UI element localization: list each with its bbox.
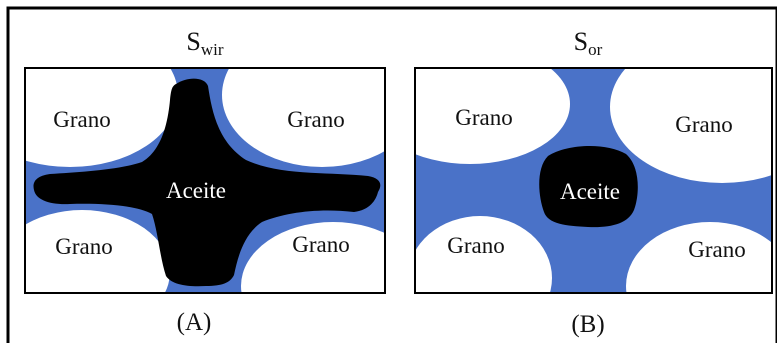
panel-b-grain-bottom-left bbox=[415, 216, 552, 293]
panel-b-title-main: S bbox=[574, 27, 588, 56]
panel-a-grain-label-bottom-right: Grano bbox=[292, 232, 349, 257]
panel-b-oil-label: Aceite bbox=[560, 179, 620, 204]
panel-a-grain-bottom-left bbox=[25, 210, 170, 293]
panel-a-grain-top-right bbox=[222, 68, 385, 167]
panel-b-grain-label-bottom-left: Grano bbox=[447, 233, 504, 258]
panel-a-title-main: S bbox=[186, 27, 200, 56]
panel-a: Swir Grano Grano Grano Grano Aceite (A) bbox=[24, 27, 386, 336]
panel-b-caption: (B) bbox=[571, 311, 604, 338]
panel-b-grain-label-top-left: Grano bbox=[455, 105, 512, 130]
panel-b-frame bbox=[414, 67, 773, 294]
panel-a-grain-top-left bbox=[25, 68, 178, 167]
panel-a-title-sub: wir bbox=[201, 40, 224, 59]
panel-b-grain-bottom-right bbox=[626, 222, 772, 293]
panel-b-oil-blob bbox=[539, 145, 638, 228]
panel-a-grain-label-top-right: Grano bbox=[287, 107, 344, 132]
panel-b-title-sub: or bbox=[588, 40, 603, 59]
panel-b-grain-top-left bbox=[415, 68, 570, 164]
panel-a-title: Swir bbox=[186, 27, 223, 59]
panel-a-frame bbox=[24, 67, 386, 294]
panel-b-grain-label-bottom-right: Grano bbox=[688, 237, 745, 262]
panel-a-grain-label-top-left: Grano bbox=[53, 107, 110, 132]
panel-a-grain-label-bottom-left: Grano bbox=[55, 234, 112, 259]
panel-b-grain-label-top-right: Grano bbox=[675, 112, 732, 137]
panel-a-caption: (A) bbox=[177, 309, 212, 336]
panel-b: Sor Grano Grano Grano Grano Aceite (B) bbox=[414, 27, 773, 338]
panel-b-grain-top-right bbox=[610, 68, 772, 183]
panel-b-title: Sor bbox=[574, 27, 603, 59]
panel-a-oil-label: Aceite bbox=[166, 178, 226, 203]
panel-a-grain-bottom-right bbox=[241, 222, 385, 293]
outer-frame bbox=[6, 6, 777, 343]
panel-a-oil-blob bbox=[33, 78, 381, 287]
